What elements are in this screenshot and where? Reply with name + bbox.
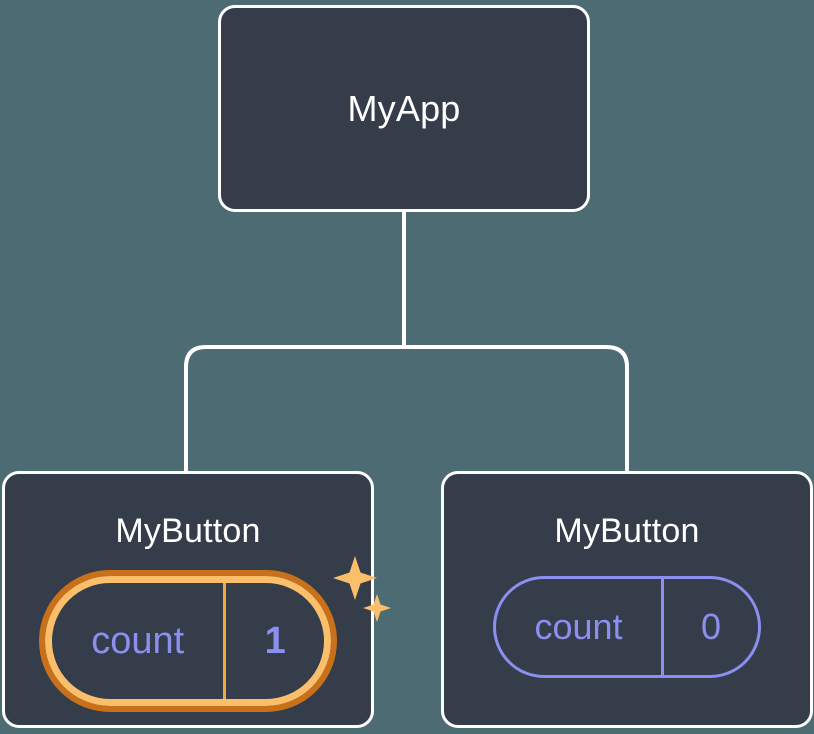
edge-children-bus <box>184 345 629 471</box>
state-divider <box>223 583 227 699</box>
state-badge[interactable]: count 0 <box>493 576 761 678</box>
node-mybutton-left[interactable]: MyButton count 1 <box>2 471 391 728</box>
node-title: MyButton <box>554 512 700 550</box>
state-badge-highlighted[interactable]: count 1 <box>39 570 337 712</box>
state-badge-wrap: count 1 <box>39 556 391 712</box>
state-divider <box>661 579 665 675</box>
state-value: 0 <box>701 606 722 647</box>
state-key: count <box>534 606 623 647</box>
state-badge-wrap: count 0 <box>493 576 761 678</box>
state-value: 1 <box>264 620 286 662</box>
node-myapp[interactable]: MyApp <box>218 5 590 212</box>
node-mybutton-right[interactable]: MyButton count 0 <box>441 471 813 728</box>
node-title: MyButton <box>115 512 261 550</box>
node-title: MyApp <box>347 87 461 129</box>
sparkle-icon <box>333 556 391 622</box>
state-key: count <box>91 620 185 662</box>
